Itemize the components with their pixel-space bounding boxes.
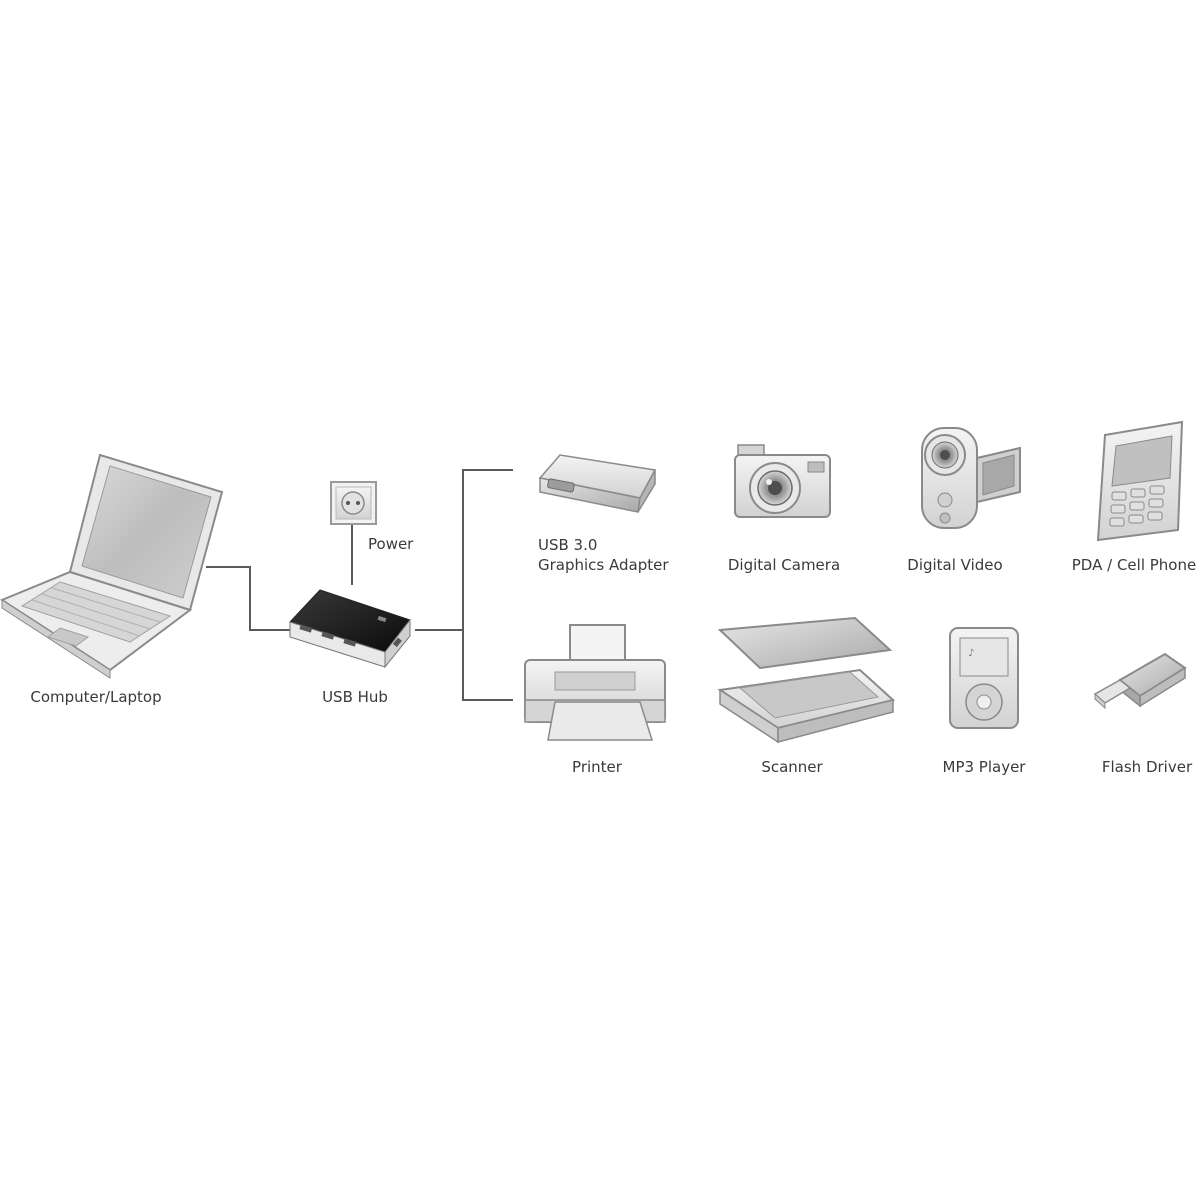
cell-phone-icon xyxy=(1096,420,1184,542)
printer-label: Printer xyxy=(572,758,623,776)
mp3-player-icon: ♪ xyxy=(949,627,1019,729)
usb-hub-icon xyxy=(289,589,411,669)
cell-phone-label: PDA / Cell Phone xyxy=(1072,556,1196,574)
svg-text:♪: ♪ xyxy=(968,648,974,659)
usb-hub-label: USB Hub xyxy=(322,688,388,706)
power-outlet-icon xyxy=(330,481,377,525)
computer-label: Computer/Laptop xyxy=(30,688,161,706)
flash-drive-label: Flash Driver xyxy=(1102,758,1193,776)
digital-camera-icon xyxy=(734,444,831,518)
laptop-to-hub-cable xyxy=(206,566,290,631)
digital-camera-label: Digital Camera xyxy=(728,556,840,574)
mp3-player-label: MP3 Player xyxy=(943,758,1027,776)
flash-drive-icon xyxy=(1093,652,1187,710)
power-label: Power xyxy=(368,535,414,553)
graphics-adapter-label-line1: USB 3.0 xyxy=(538,536,597,554)
printer-icon xyxy=(524,624,666,741)
graphics-adapter-label-line2: Graphics Adapter xyxy=(538,556,669,574)
digital-video-label: Digital Video xyxy=(907,556,1002,574)
graphics-adapter-icon xyxy=(538,454,657,513)
connection-lines xyxy=(206,469,513,701)
device-bus-cable xyxy=(462,469,513,701)
scanner-icon xyxy=(717,616,896,744)
scanner-label: Scanner xyxy=(761,758,823,776)
digital-video-camera-icon xyxy=(921,427,1021,529)
laptop-icon xyxy=(0,453,224,679)
